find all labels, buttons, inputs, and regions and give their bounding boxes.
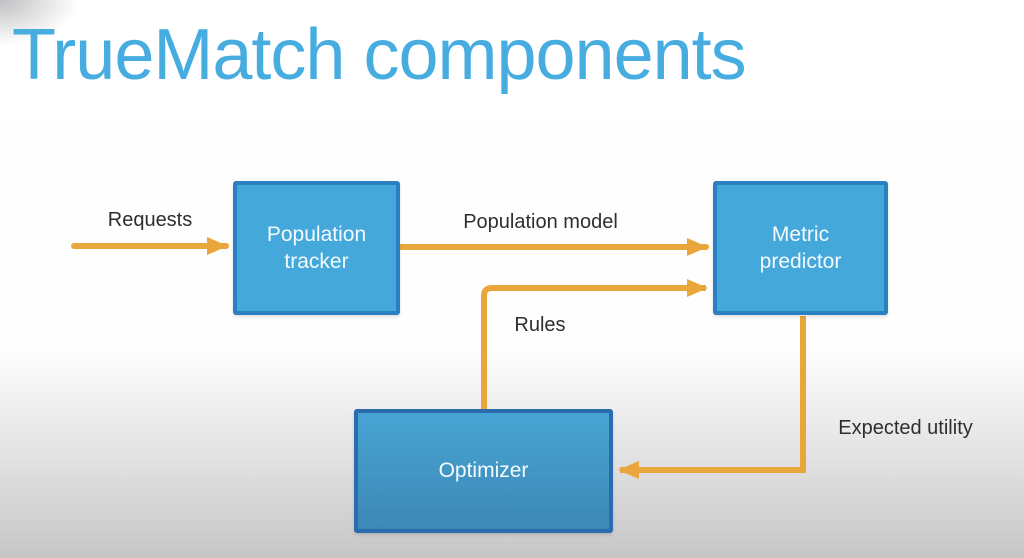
slide-title: TrueMatch components [12, 15, 747, 95]
node-metric-predictor: Metric predictor [713, 181, 888, 315]
edge-label-rules: Rules [514, 314, 566, 336]
rules-arrow [481, 279, 708, 409]
edge-label-requests: Requests [107, 209, 193, 231]
edge-label-expected-utility: Expected utility [838, 417, 973, 439]
node-label: Optimizer [438, 459, 529, 483]
edge-label-population-model: Population model [463, 211, 618, 233]
node-population-tracker: Population tracker [233, 181, 400, 315]
node-optimizer: Optimizer [354, 409, 613, 533]
node-label: Population tracker [266, 222, 367, 273]
expected-utility-arrow [618, 316, 806, 479]
node-label: Metric predictor [759, 222, 842, 273]
